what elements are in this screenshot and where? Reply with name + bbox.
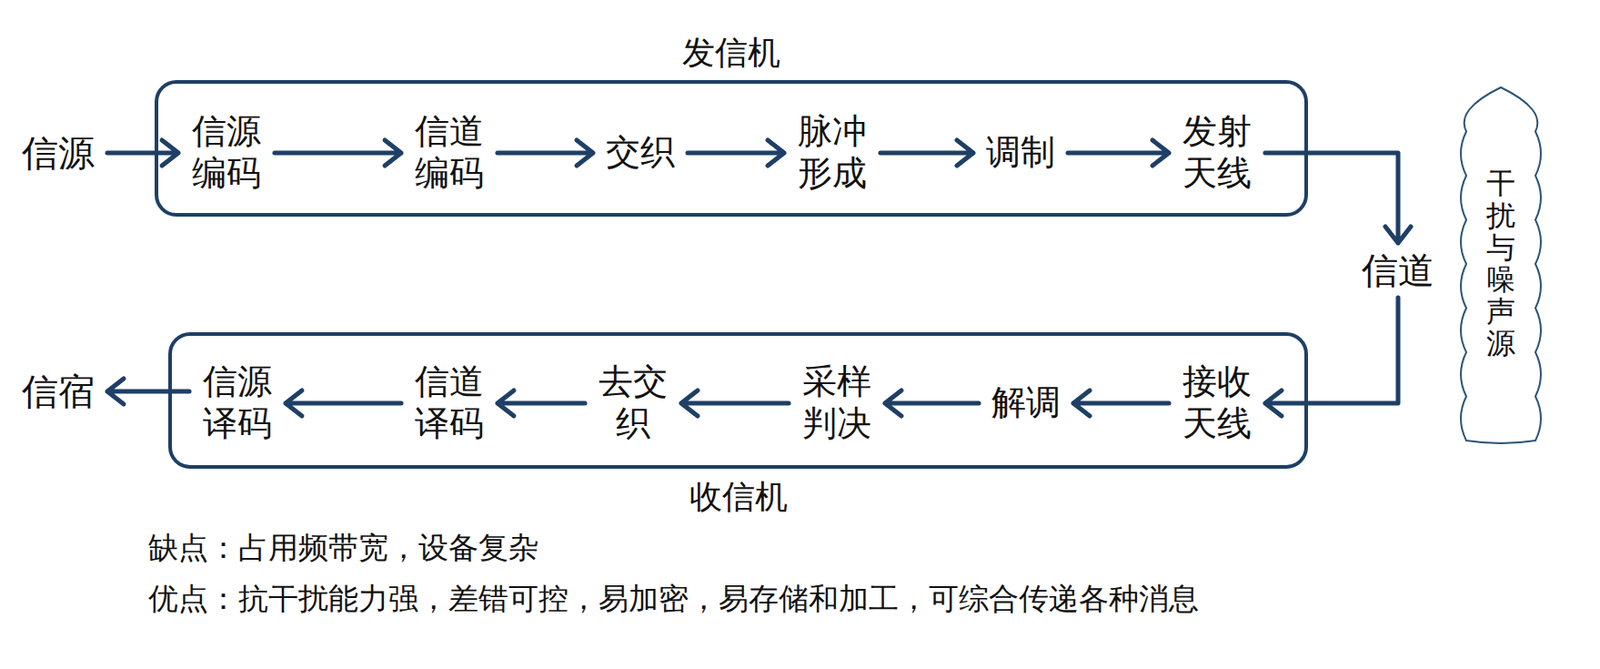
arrow-line [285,390,402,416]
process-block: 信源编码 [191,110,262,194]
node-text: 采样判决 [801,361,873,444]
arrow-line [1073,390,1169,416]
flow-arrow [687,140,785,166]
node-text: 去交织 [597,361,669,444]
flow-arrow [497,140,594,166]
arrow-line [1265,152,1411,243]
noise-cloud: 干扰与噪声源 [1453,83,1549,444]
arrow-line [885,390,979,416]
flow-arrow [107,378,190,404]
cloud-shape [1460,87,1541,443]
flow-arrow [274,140,402,166]
node-text: 信道 [1361,248,1435,292]
node-text: 解调 [991,382,1061,424]
flow-arrow [880,140,974,166]
note-text: 缺点：占用频带宽，设备复杂 [148,529,539,566]
flow-arrow [1073,390,1169,416]
node-text: 信源 [21,130,95,175]
node-text: 接收天线 [1181,361,1253,444]
source-label: 信源 [21,130,95,175]
node-text: 信宿 [21,369,95,413]
flow-arrow [1265,297,1399,416]
process-block: 交织 [605,131,675,174]
node-text: 信源译码 [201,361,273,444]
process-block: 接收天线 [1181,361,1253,444]
node-text: 发射天线 [1181,110,1253,194]
flow-arrow [497,390,585,416]
arrow-line [107,140,179,166]
process-block: 发射天线 [1181,110,1253,194]
process-block: 脉冲形成 [796,110,868,194]
process-block: 去交织 [597,361,669,444]
flow-arrow [681,390,789,416]
process-block: 采样判决 [801,361,873,444]
node-text: 调制 [986,131,1056,174]
channel-label: 信道 [1361,248,1435,292]
process-block: 信道译码 [413,361,485,444]
arrow-line [497,140,594,166]
arrow-line [1265,297,1399,416]
arrow-line [274,140,402,166]
arrow-line [1067,140,1169,166]
node-text: 脉冲形成 [796,110,868,194]
transmitter-frame: 发信机信源编码信道编码交织脉冲形成调制发射天线 [154,80,1309,217]
arrow-line [880,140,974,166]
receiver-frame: 收信机信源译码信道译码去交织采样判决解调接收天线 [168,332,1309,469]
node-text: 干扰与噪声源 [1486,167,1516,360]
arrow-line [681,390,789,416]
process-block: 信道编码 [413,110,485,194]
node-text: 发信机 [158,32,1305,72]
arrow-line [497,390,585,416]
node-text: 交织 [605,131,675,174]
flow-arrow [1265,152,1411,243]
flow-arrow [1067,140,1169,166]
note-text: 优点：抗干扰能力强，差错可控，易加密，易存储和加工，可综合传递各种消息 [148,580,1199,617]
flow-arrow [885,390,979,416]
arrow-line [687,140,785,166]
process-block: 解调 [991,382,1061,424]
process-block: 信源译码 [201,361,273,444]
sink-label: 信宿 [21,369,95,413]
node-text: 信道编码 [413,110,485,194]
node-text: 信道译码 [413,361,485,444]
process-block: 调制 [986,131,1056,174]
flow-arrow [107,140,179,166]
node-text: 信源编码 [191,110,262,194]
node-text: 收信机 [171,476,1305,516]
flow-arrow [285,390,402,416]
arrow-line [107,378,190,404]
